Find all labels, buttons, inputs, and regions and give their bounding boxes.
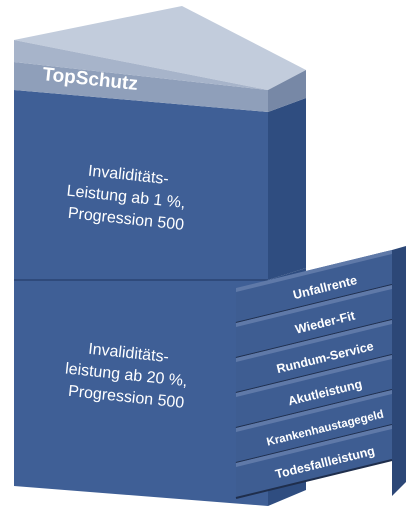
cap-top-face bbox=[14, 6, 306, 90]
main-tower: Invaliditäts- leistung ab 20 %, Progress… bbox=[14, 6, 306, 506]
topschutz-cap: TopSchutz bbox=[14, 6, 306, 112]
module-slab-face bbox=[236, 390, 392, 463]
module-slab-face bbox=[236, 320, 392, 393]
module-slab: Akutleistung bbox=[235, 355, 393, 429]
module-slab-top-edge bbox=[236, 320, 392, 362]
upper-block: Invaliditäts- Leistung ab 1 %, Progressi… bbox=[14, 90, 306, 281]
module-slab-divider bbox=[235, 459, 393, 499]
upper-block-front bbox=[14, 90, 268, 280]
module-slab-top-edge bbox=[236, 390, 392, 432]
module-slabs: UnfallrenteWieder-FitRundum-ServiceAkutl… bbox=[235, 250, 393, 499]
cap-front-face bbox=[14, 62, 268, 112]
module-slab-face bbox=[236, 355, 392, 428]
module-slab-face bbox=[236, 285, 392, 358]
cap-side-face bbox=[268, 70, 306, 112]
cap-left-edge bbox=[14, 40, 268, 90]
upper-block-side bbox=[268, 98, 306, 280]
module-slab: Rundum-Service bbox=[235, 320, 393, 394]
module-slab-top-edge bbox=[236, 425, 392, 467]
module-slab-top-edge bbox=[236, 250, 392, 292]
module-stack-side bbox=[392, 246, 406, 496]
module-stack: UnfallrenteWieder-FitRundum-ServiceAkutl… bbox=[235, 246, 406, 499]
module-slab-top-edge bbox=[236, 285, 392, 327]
module-slab-top-edge bbox=[236, 355, 392, 397]
module-slab-face bbox=[236, 250, 392, 323]
module-slab-face bbox=[236, 425, 392, 498]
lower-block-front bbox=[14, 280, 268, 506]
